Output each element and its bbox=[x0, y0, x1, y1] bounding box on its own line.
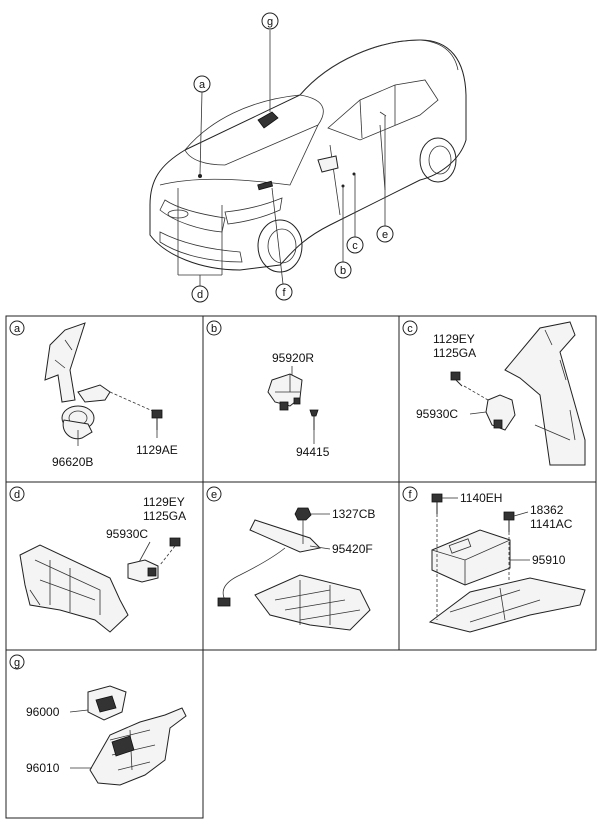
svg-text:e: e bbox=[382, 229, 388, 241]
part-96010-label: 96010 bbox=[26, 761, 60, 775]
panel-a: a 96620B 1129AE bbox=[9, 320, 178, 469]
callout-f: f bbox=[275, 283, 293, 301]
part-95930C-label-d: 95930C bbox=[106, 527, 148, 541]
vehicle-overview bbox=[149, 30, 467, 286]
svg-text:d: d bbox=[197, 289, 203, 301]
callout-b: b bbox=[334, 261, 352, 279]
part-1327CB-label: 1327CB bbox=[332, 507, 375, 521]
callout-c: c bbox=[346, 236, 364, 254]
svg-text:b: b bbox=[340, 265, 346, 277]
part-95910-label: 95910 bbox=[532, 553, 566, 567]
part-96620B-label: 96620B bbox=[52, 455, 93, 469]
panel-f: f 1140EH 18362 1141AC 95910 bbox=[402, 486, 586, 633]
part-1140EH-label: 1140EH bbox=[460, 491, 502, 505]
svg-text:f: f bbox=[282, 287, 286, 299]
svg-text:a: a bbox=[199, 79, 206, 91]
part-94415-label: 94415 bbox=[296, 445, 330, 459]
svg-text:b: b bbox=[211, 323, 217, 335]
part-95420F-label: 95420F bbox=[332, 542, 373, 556]
callout-g: g bbox=[261, 12, 279, 30]
svg-text:g: g bbox=[14, 657, 20, 669]
panel-grid bbox=[5, 315, 597, 819]
part-95930C-label-c: 95930C bbox=[416, 407, 458, 421]
callout-d: d bbox=[191, 285, 209, 303]
panel-c: c 1129EY 1125GA 95930C bbox=[402, 320, 586, 466]
part-1125GA-label-c: 1125GA bbox=[433, 346, 476, 360]
part-1129AE-label: 1129AE bbox=[136, 443, 178, 457]
part-1125GA-label-d: 1125GA bbox=[143, 509, 186, 523]
panel-d: d 1129EY 1125GA 95930C bbox=[9, 486, 186, 633]
panel-e: e 1327CB 95420F bbox=[206, 486, 375, 631]
callout-a: a bbox=[193, 75, 211, 93]
part-18362-label: 18362 bbox=[530, 503, 564, 517]
svg-text:f: f bbox=[408, 489, 412, 501]
callout-e: e bbox=[376, 225, 394, 243]
part-1129EY-label-d: 1129EY bbox=[143, 495, 185, 509]
svg-text:c: c bbox=[352, 240, 358, 252]
panel-g: g 96000 96010 bbox=[9, 654, 187, 786]
svg-text:d: d bbox=[14, 489, 20, 501]
part-95920R-label: 95920R bbox=[272, 351, 314, 365]
svg-text:e: e bbox=[211, 489, 217, 501]
svg-text:a: a bbox=[14, 323, 21, 335]
part-1141AC-label: 1141AC bbox=[530, 517, 573, 531]
svg-text:c: c bbox=[407, 323, 413, 335]
part-96000-label: 96000 bbox=[26, 705, 60, 719]
panel-b: b 95920R 94415 bbox=[206, 320, 330, 459]
part-1129EY-label-c: 1129EY bbox=[433, 332, 475, 346]
svg-text:g: g bbox=[267, 16, 273, 28]
